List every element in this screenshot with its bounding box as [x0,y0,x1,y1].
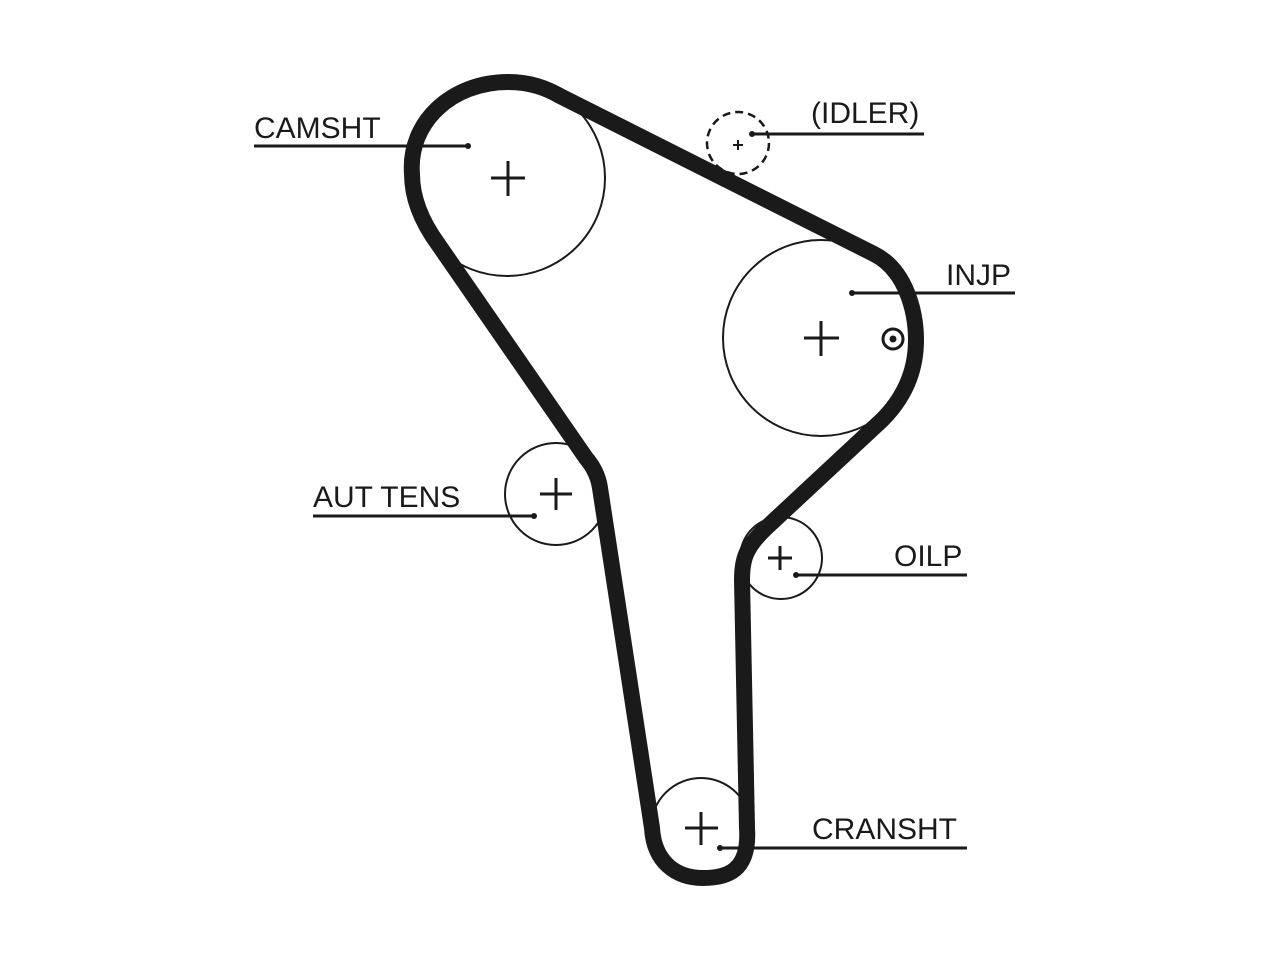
camshaft-label: CAMSHT [254,112,381,145]
injection-pump-center-icon [804,321,839,356]
injection-pump-leader [849,290,1015,296]
idler-pulley [705,110,771,176]
crankshaft-leader [717,845,967,851]
idler-leader [749,131,924,137]
crankshaft-label: CRANSHT [812,813,957,846]
auto-tensioner-leader [313,513,537,519]
oil-pump-center-icon [768,546,792,570]
idler-label: (IDLER) [811,97,919,130]
idler-center-icon [733,140,743,150]
injection-pump-label: INJP [946,259,1011,292]
timing-belt [403,74,924,886]
timing-mark-icon [881,327,905,351]
crankshaft-center-icon [685,812,718,845]
camshaft-center-icon [491,161,525,196]
oil-pump-leader [793,572,967,578]
oil-pump-label: OILP [894,540,962,573]
auto-tensioner-center-icon [540,478,572,510]
auto-tensioner-label: AUT TENS [313,481,460,514]
camshaft-leader [254,143,471,149]
